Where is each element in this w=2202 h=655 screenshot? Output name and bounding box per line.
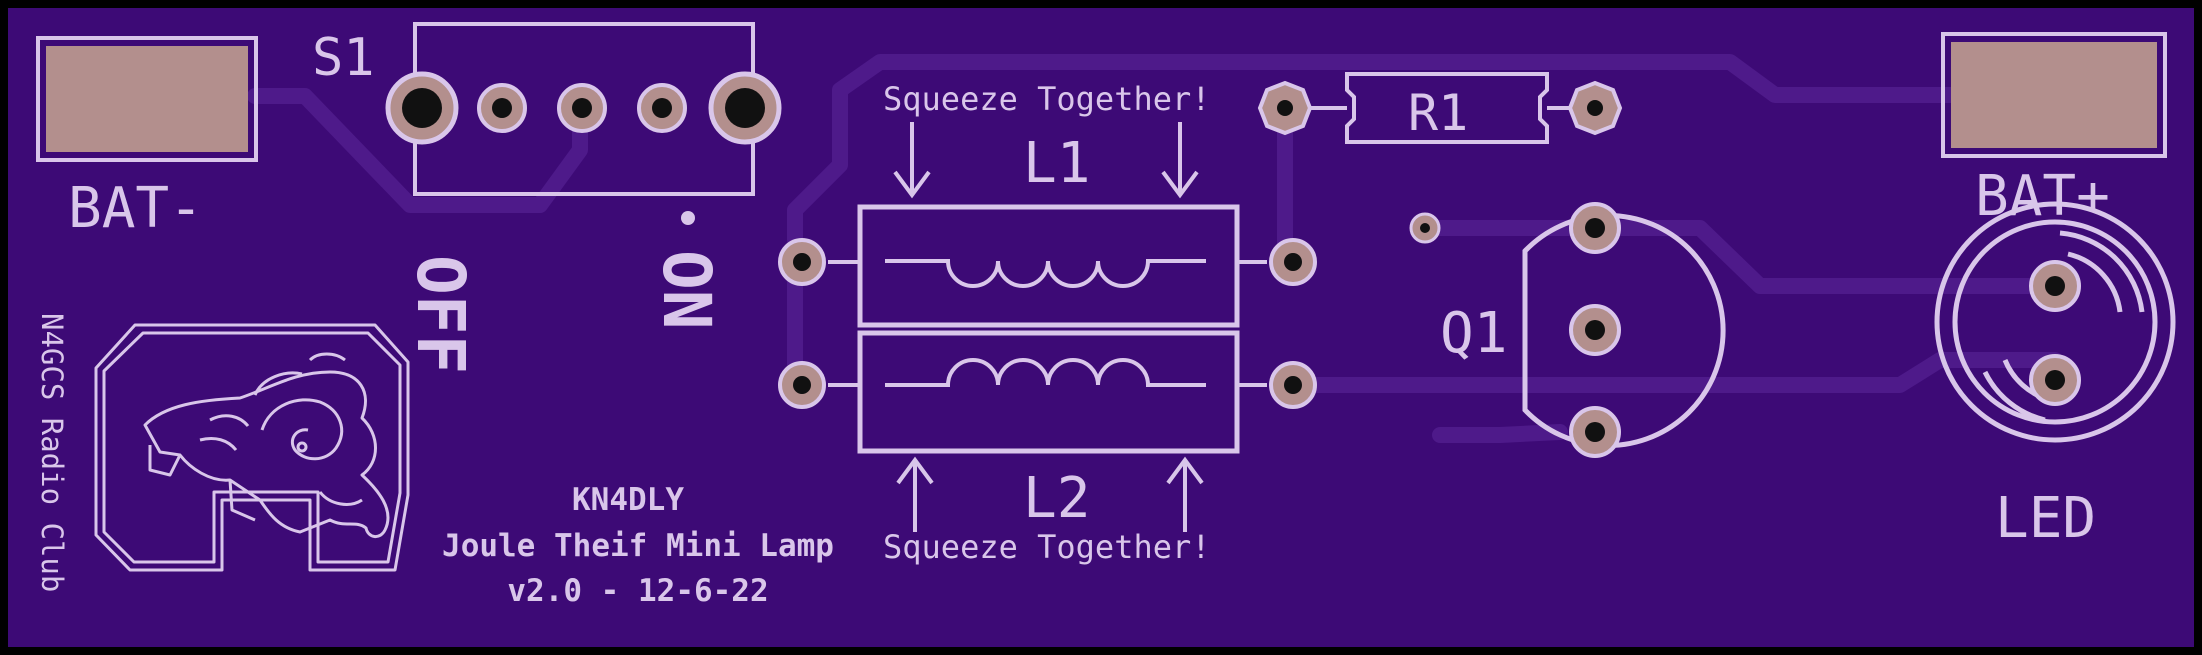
r1-pins	[1257, 80, 1623, 136]
squeeze-bottom-arrows	[896, 456, 1204, 532]
via-hole	[1420, 223, 1430, 233]
l2-label: L2	[1023, 466, 1090, 531]
version-label: v2.0 - 12-6-22	[507, 573, 768, 609]
ram-head-logo	[94, 323, 410, 572]
s1-pins	[385, 71, 782, 145]
squeeze-top-label: Squeeze Together!	[883, 80, 1211, 118]
club-label: N4GCS Radio Club	[35, 313, 69, 592]
squeeze-bottom-label: Squeeze Together!	[883, 528, 1211, 566]
squeeze-top-arrows	[893, 122, 1199, 199]
l1-label: L1	[1023, 131, 1090, 196]
led-label: LED	[1995, 486, 2096, 551]
bat-minus-pad	[36, 36, 258, 162]
on-label: ON	[648, 250, 725, 329]
l2-outline	[857, 330, 1240, 454]
l2-coil-symbol	[885, 358, 1206, 387]
inductor-pins	[778, 238, 1317, 409]
copper-traces	[247, 54, 2063, 443]
title-label: Joule Theif Mini Lamp	[442, 528, 834, 564]
bat-minus-label: BAT-	[68, 176, 203, 241]
q1-pins	[1569, 202, 1621, 458]
s1-label: S1	[312, 28, 375, 88]
l1-outline	[857, 204, 1240, 328]
r1-label: R1	[1408, 84, 1468, 142]
author-label: KN4DLY	[572, 482, 684, 518]
on-dot-marker	[681, 211, 695, 225]
q1-label: Q1	[1440, 301, 1507, 366]
r1-body	[1310, 72, 1570, 144]
bat-plus-pad	[1941, 32, 2167, 158]
led-pins	[2029, 260, 2081, 406]
l1-coil-symbol	[885, 259, 1206, 288]
inductor-leads	[828, 260, 1267, 387]
off-label: OFF	[402, 255, 479, 374]
